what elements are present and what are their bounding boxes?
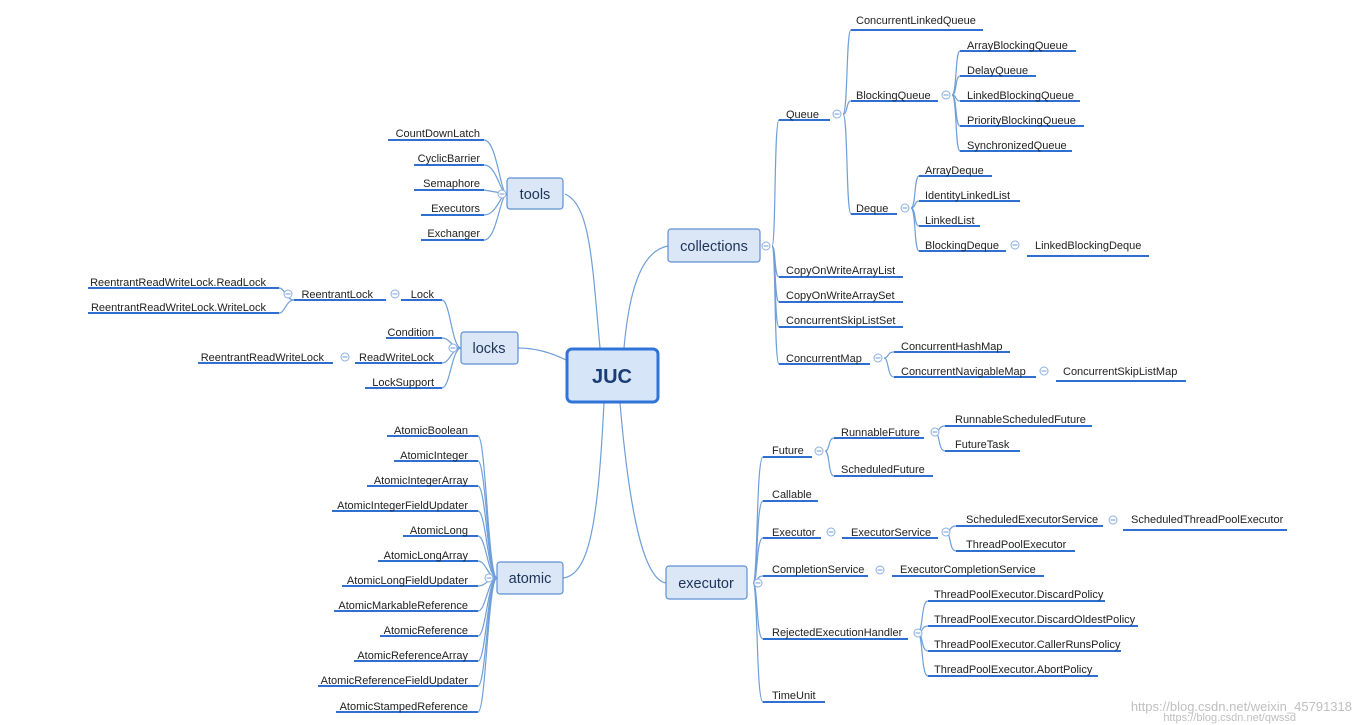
center-node[interactable]: JUC (565, 347, 660, 404)
tools-item[interactable]: Semaphore (423, 178, 480, 190)
topic-executor-label: executor (678, 576, 734, 592)
linked-blocking-deque-node[interactable]: LinkedBlockingDeque (1035, 240, 1141, 252)
rejected-execution-handler-node[interactable]: RejectedExecutionHandler (772, 627, 903, 639)
lock-node[interactable]: Lock (411, 289, 435, 301)
linked-list-node[interactable]: LinkedList (925, 215, 975, 227)
future-task-node[interactable]: FutureTask (955, 439, 1010, 451)
blocking-queue-item[interactable]: PriorityBlockingQueue (967, 115, 1076, 127)
executor-service-node[interactable]: ExecutorService (851, 527, 931, 539)
callable-node[interactable]: Callable (772, 489, 812, 501)
concurrent-hash-map-node[interactable]: ConcurrentHashMap (901, 341, 1003, 353)
concurrent-skip-list-set-node[interactable]: ConcurrentSkipListSet (786, 315, 895, 327)
blocking-queue-item[interactable]: LinkedBlockingQueue (967, 90, 1074, 102)
atomic-item[interactable]: AtomicReferenceArray (357, 650, 468, 662)
reentrant-lock-node[interactable]: ReentrantLock (301, 289, 373, 301)
tools-items: CountDownLatch CyclicBarrier Semaphore E… (396, 128, 481, 240)
atomic-item[interactable]: AtomicStampedReference (340, 701, 468, 713)
tools-item[interactable]: Exchanger (427, 228, 480, 240)
atomic-items: AtomicBoolean AtomicInteger AtomicIntege… (321, 425, 469, 713)
tools-item[interactable]: CountDownLatch (396, 128, 480, 140)
deque-node[interactable]: Deque (856, 203, 888, 215)
copy-on-write-array-list-node[interactable]: CopyOnWriteArrayList (786, 265, 895, 277)
atomic-item[interactable]: AtomicIntegerArray (374, 475, 469, 487)
locks-items: Lock ReentrantLock ReentrantReadWriteLoc… (90, 277, 434, 389)
completion-service-node[interactable]: CompletionService (772, 564, 864, 576)
collections-items: Queue ConcurrentLinkedQueue BlockingQueu… (786, 15, 1177, 378)
watermark-text-secondary: https://blog.csdn.net/qwssd (1163, 712, 1296, 724)
scheduled-thread-pool-executor-node[interactable]: ScheduledThreadPoolExecutor (1131, 514, 1284, 526)
read-write-lock-node[interactable]: ReadWriteLock (359, 352, 434, 364)
atomic-item[interactable]: AtomicReference (384, 625, 468, 637)
policy-node[interactable]: ThreadPoolExecutor.DiscardOldestPolicy (934, 614, 1136, 626)
runnable-scheduled-future-node[interactable]: RunnableScheduledFuture (955, 414, 1086, 426)
scheduled-executor-service-node[interactable]: ScheduledExecutorService (966, 514, 1098, 526)
topic-locks[interactable]: locks (460, 331, 519, 365)
scheduled-future-node[interactable]: ScheduledFuture (841, 464, 925, 476)
executor-items: Future RunnableFuture RunnableScheduledF… (772, 414, 1284, 702)
copy-on-write-array-set-node[interactable]: CopyOnWriteArraySet (786, 290, 895, 302)
runnable-future-node[interactable]: RunnableFuture (841, 427, 920, 439)
future-node[interactable]: Future (772, 445, 804, 457)
blocking-queue-item[interactable]: ArrayBlockingQueue (967, 40, 1068, 52)
atomic-item[interactable]: AtomicBoolean (394, 425, 468, 437)
atomic-item[interactable]: AtomicInteger (400, 450, 468, 462)
topic-executor[interactable]: executor (665, 565, 748, 600)
topic-atomic[interactable]: atomic (496, 561, 564, 595)
executor-interface-node[interactable]: Executor (772, 527, 816, 539)
executor-completion-service-node[interactable]: ExecutorCompletionService (900, 564, 1036, 576)
blocking-deque-node[interactable]: BlockingDeque (925, 240, 999, 252)
watermark-text: https://blog.csdn.net/weixin_45791318 (1131, 699, 1352, 714)
policy-node[interactable]: ThreadPoolExecutor.AbortPolicy (934, 664, 1093, 676)
atomic-item[interactable]: AtomicMarkableReference (338, 600, 468, 612)
atomic-item[interactable]: AtomicIntegerFieldUpdater (337, 500, 468, 512)
concurrent-skip-list-map-node[interactable]: ConcurrentSkipListMap (1063, 366, 1177, 378)
identity-linked-list-node[interactable]: IdentityLinkedList (925, 190, 1010, 202)
concurrent-linked-queue-node[interactable]: ConcurrentLinkedQueue (856, 15, 976, 27)
reentrant-read-write-lock-node[interactable]: ReentrantReadWriteLock (201, 352, 325, 364)
time-unit-node[interactable]: TimeUnit (772, 690, 816, 702)
condition-node[interactable]: Condition (388, 327, 434, 339)
atomic-item[interactable]: AtomicLong (410, 525, 468, 537)
array-deque-node[interactable]: ArrayDeque (925, 165, 984, 177)
atomic-item[interactable]: AtomicLongFieldUpdater (347, 575, 468, 587)
topic-collections[interactable]: collections (667, 228, 761, 263)
concurrent-map-node[interactable]: ConcurrentMap (786, 353, 862, 365)
rw-writelock-node[interactable]: ReentrantReadWriteLock.WriteLock (91, 302, 267, 314)
topic-tools[interactable]: tools (506, 177, 564, 210)
topic-tools-label: tools (520, 187, 551, 203)
center-label: JUC (592, 366, 632, 388)
blocking-queue-node[interactable]: BlockingQueue (856, 90, 931, 102)
tools-item[interactable]: CyclicBarrier (418, 153, 481, 165)
blocking-queue-item[interactable]: DelayQueue (967, 65, 1028, 77)
blocking-queue-item[interactable]: SynchronizedQueue (967, 140, 1067, 152)
topic-collections-label: collections (680, 239, 748, 255)
lock-support-node[interactable]: LockSupport (372, 377, 434, 389)
rw-readlock-node[interactable]: ReentrantReadWriteLock.ReadLock (90, 277, 266, 289)
collapse-toggle-icons[interactable] (283, 90, 1118, 638)
topic-locks-label: locks (472, 341, 505, 357)
policy-node[interactable]: ThreadPoolExecutor.DiscardPolicy (934, 589, 1104, 601)
policy-node[interactable]: ThreadPoolExecutor.CallerRunsPolicy (934, 639, 1121, 651)
thread-pool-executor-node[interactable]: ThreadPoolExecutor (966, 539, 1067, 551)
topic-atomic-label: atomic (509, 571, 552, 587)
concurrent-navigable-map-node[interactable]: ConcurrentNavigableMap (901, 366, 1026, 378)
atomic-item[interactable]: AtomicLongArray (384, 550, 469, 562)
tools-item[interactable]: Executors (431, 203, 480, 215)
queue-node[interactable]: Queue (786, 109, 819, 121)
atomic-item[interactable]: AtomicReferenceFieldUpdater (321, 675, 469, 687)
